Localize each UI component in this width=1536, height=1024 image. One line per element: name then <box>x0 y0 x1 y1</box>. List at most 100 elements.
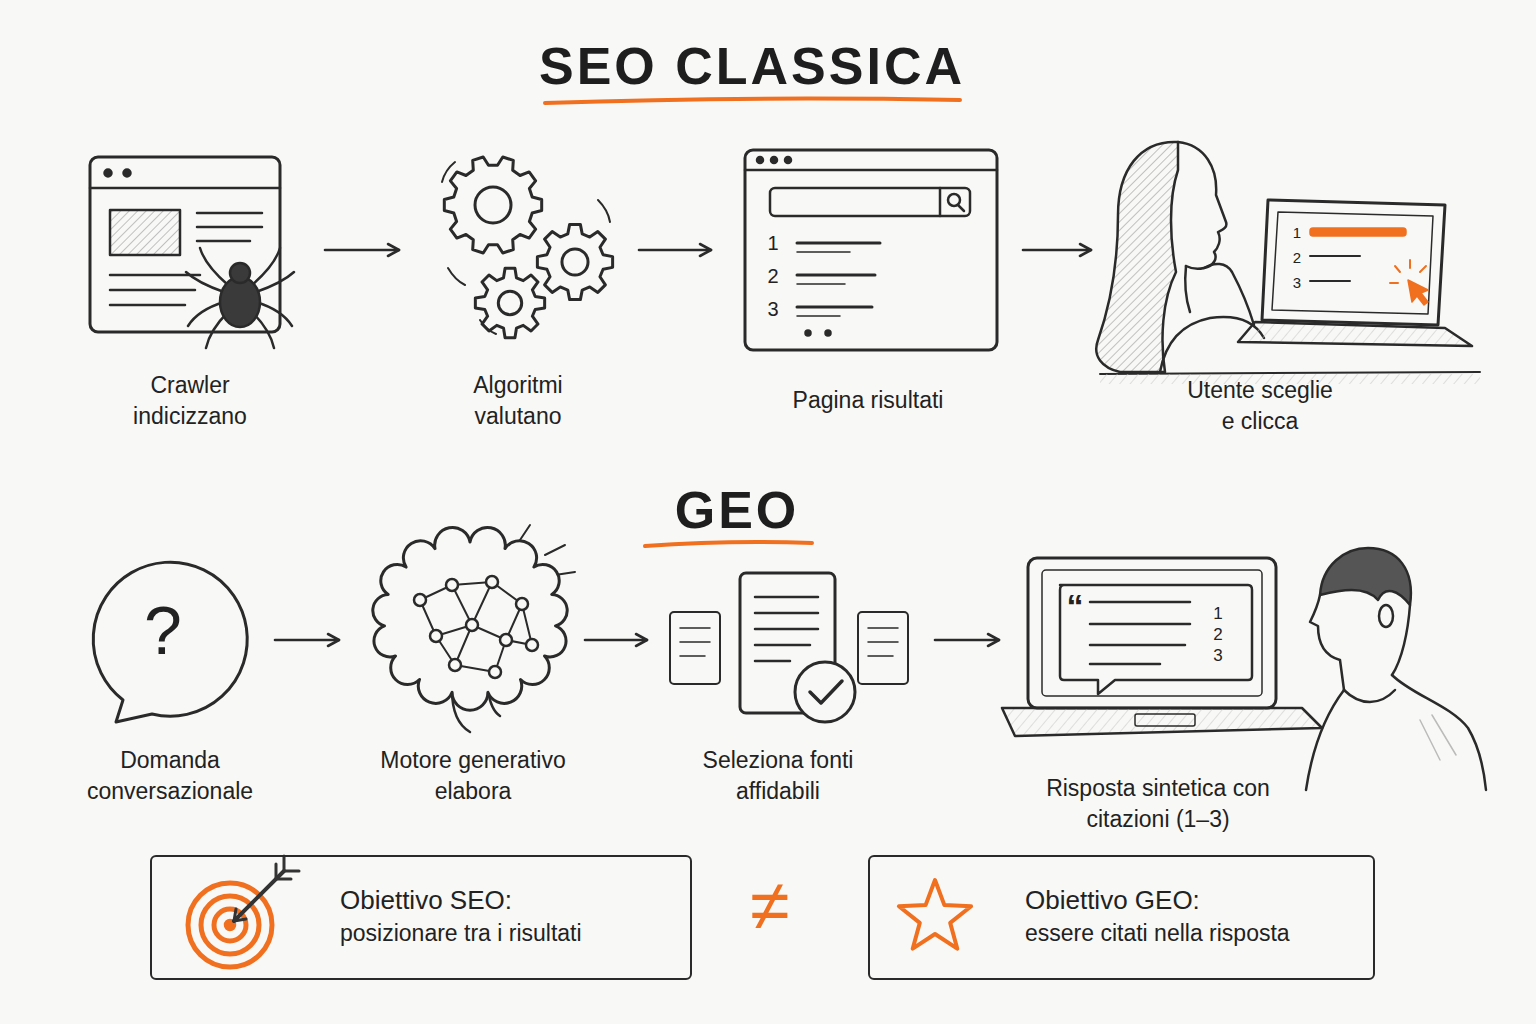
result-rank: 1 <box>767 233 778 253</box>
network-node <box>466 619 478 631</box>
flow-arrow <box>275 639 339 642</box>
browser-spider-icon <box>230 263 250 283</box>
step-caption: Crawler indicizzano <box>115 370 265 432</box>
browser-spider-icon <box>110 304 185 307</box>
step-caption: Algoritmi valutano <box>451 370 586 432</box>
user-laptop-illustration <box>1310 228 1406 236</box>
browser-spider-icon <box>110 274 200 277</box>
browser-spider-icon <box>90 157 294 348</box>
answer-laptop-illustration <box>1320 548 1411 605</box>
user-laptop-illustration <box>1178 142 1226 269</box>
gear <box>537 224 612 299</box>
step-caption: Motore generativo elabora <box>366 745 581 807</box>
step-caption: Utente sceglie e clicca <box>1183 375 1338 437</box>
citation-number: 1 <box>1213 605 1222 622</box>
user-laptop-illustration <box>1390 260 1426 283</box>
documents-icon <box>755 660 790 663</box>
user-laptop-illustration <box>1408 280 1428 305</box>
answer-laptop-illustration <box>1028 558 1276 708</box>
brain-icon <box>373 525 575 732</box>
answer-laptop-illustration <box>1306 690 1344 790</box>
browser-spider-icon <box>105 170 112 177</box>
speech-bubble-icon <box>93 562 247 722</box>
result-rank: 2 <box>767 266 778 286</box>
user-laptop-illustration <box>1310 280 1350 282</box>
process-step: Algoritmi valutano <box>402 135 636 365</box>
network-node <box>500 634 512 646</box>
network-node <box>430 630 442 642</box>
answer-laptop-illustration <box>1042 570 1262 696</box>
speech-bubble-icon <box>93 562 247 722</box>
results-page-icon <box>771 157 777 163</box>
process-step: Crawler indicizzano <box>82 135 322 365</box>
results-page-icon <box>797 283 845 285</box>
answer-laptop-illustration <box>1420 715 1456 760</box>
documents-icon <box>810 681 842 703</box>
browser-spider-icon <box>124 170 131 177</box>
results-page-icon <box>797 242 880 245</box>
documents-icon <box>755 644 810 647</box>
answer-laptop-illustration <box>1090 623 1190 626</box>
section-title: SEO CLASSICA <box>539 40 965 92</box>
section-title: GEO <box>675 484 800 536</box>
network-node <box>449 659 461 671</box>
user-laptop-illustration <box>1310 255 1360 257</box>
answer-laptop-illustration <box>1060 585 1252 694</box>
browser-spider-icon <box>90 157 280 332</box>
process-step: Risposta sintetica con citazioni (1–3) <box>1002 540 1492 740</box>
goal-heading: Obiettivo GEO: <box>1025 883 1373 917</box>
target-icon <box>234 909 246 921</box>
results-page-icon <box>806 331 811 336</box>
documents-icon <box>755 612 818 615</box>
goal-box: Obiettivo SEO:posizionare tra i risultat… <box>150 855 692 980</box>
documents-icon <box>868 641 898 643</box>
citation-number: 2 <box>1213 626 1222 643</box>
flow-arrow <box>935 639 999 642</box>
documents-icon <box>755 596 818 599</box>
quote-mark: “ <box>1067 589 1084 623</box>
result-rank: 3 <box>1293 275 1301 290</box>
goal-heading: Obiettivo SEO: <box>340 883 690 917</box>
browser-spider-icon <box>197 226 262 229</box>
results-page-icon <box>958 205 964 211</box>
documents-icon <box>670 573 908 722</box>
flow-arrow <box>1023 249 1091 252</box>
results-page-icon <box>797 306 872 309</box>
gear <box>444 157 541 253</box>
flow-arrow <box>325 249 399 252</box>
results-page-icon <box>770 188 970 216</box>
question-mark: ? <box>144 596 182 664</box>
documents-icon <box>670 612 720 684</box>
star-icon <box>899 880 971 949</box>
gears-icon <box>442 162 610 334</box>
goal-box: Obiettivo GEO:essere citati nella rispos… <box>868 855 1375 980</box>
gear <box>475 268 544 337</box>
results-page-icon <box>797 315 840 317</box>
browser-spider-icon <box>110 289 195 292</box>
browser-spider-icon <box>220 277 260 327</box>
citation-number: 3 <box>1213 647 1222 664</box>
results-page-icon <box>745 150 997 350</box>
results-page-icon <box>797 251 850 253</box>
network-node <box>446 579 458 591</box>
documents-icon <box>755 628 818 631</box>
target-icon <box>188 856 299 967</box>
user-laptop-illustration <box>1238 322 1472 346</box>
documents-icon <box>680 655 705 657</box>
process-step: Pagina risultati <box>714 135 1020 365</box>
user-laptop-illustration <box>1204 264 1254 325</box>
documents-icon <box>868 655 893 657</box>
results-page-icon <box>745 150 997 350</box>
title-underline <box>545 99 960 103</box>
flow-arrow <box>639 249 711 252</box>
result-rank: 2 <box>1293 250 1301 265</box>
network-node <box>489 666 501 678</box>
documents-icon <box>680 641 710 643</box>
browser-spider-icon <box>197 212 262 215</box>
results-page-icon <box>745 169 997 172</box>
browser-spider-icon <box>197 240 250 243</box>
step-caption: Risposta sintetica con citazioni (1–3) <box>1046 773 1271 835</box>
network-node <box>526 639 538 651</box>
process-step: Seleziona fonti affidabili <box>650 540 932 740</box>
results-page-icon <box>939 188 942 216</box>
